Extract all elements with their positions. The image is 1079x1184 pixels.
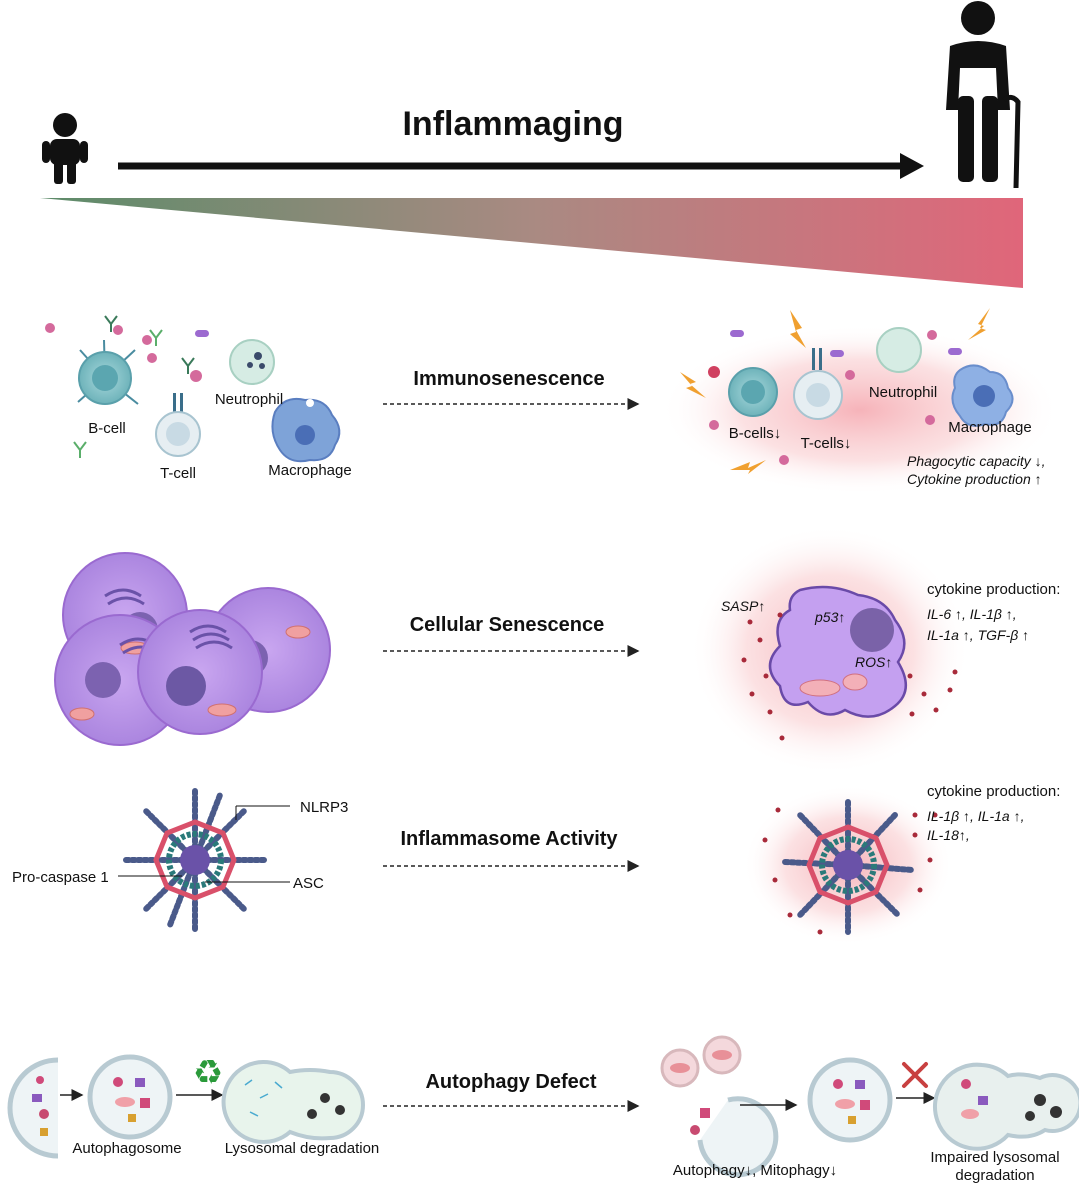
immunosenescence-left: B-cell T-cell Neutrophil Macrophage xyxy=(45,315,352,482)
lightning-icon xyxy=(790,310,806,348)
virus-icon xyxy=(45,323,55,333)
t-cell-label: T-cell xyxy=(160,465,196,482)
cell-icon xyxy=(137,609,263,735)
cytokine-list-1: IL-6 ↑, IL-1β ↑, xyxy=(927,606,1017,622)
antibody-icon xyxy=(104,315,118,332)
neutrophil-label: Neutrophil xyxy=(215,391,283,408)
nlrp3-ring xyxy=(153,819,237,901)
macrophage-icon xyxy=(271,397,341,463)
t-cells-label: T-cells↓ xyxy=(801,435,852,452)
p53-label: p53↑ xyxy=(814,609,845,625)
cellular-senescence-right: SASP↑ p53↑ ROS↑ cytokine production: IL-… xyxy=(690,525,1060,775)
nlrp3-ring xyxy=(806,824,890,906)
phagophore-icon xyxy=(697,1096,779,1178)
b-cell-label: B-cell xyxy=(88,420,126,437)
ros-label: ROS↑ xyxy=(855,654,892,670)
pro-caspase-core xyxy=(180,845,210,875)
virus-icon xyxy=(142,335,152,345)
antibody-icon xyxy=(149,329,163,346)
asc-ring xyxy=(819,836,877,894)
virus-icon xyxy=(845,370,855,380)
cellular-senescence-left xyxy=(54,552,331,746)
impaired-label-2: degradation xyxy=(955,1167,1034,1184)
nlrp3-label: NLRP3 xyxy=(300,799,348,816)
virus-icon xyxy=(925,415,935,425)
b-cells-label: B-cells↓ xyxy=(729,425,782,442)
asc-ring xyxy=(166,831,224,889)
mitochondria-icon xyxy=(842,673,868,691)
child-silhouette-icon xyxy=(42,113,88,184)
virus-icon xyxy=(709,420,719,430)
bacteria-icon xyxy=(830,350,844,357)
section-title-autophagy: Autophagy Defect xyxy=(425,1071,596,1093)
autophagy-right: Autophagy↓, Mitophagy↓ Impaired lysosoma… xyxy=(660,1035,1079,1184)
impaired-label-1: Impaired lysosomal xyxy=(930,1149,1059,1166)
timeline-arrowhead xyxy=(900,153,924,179)
section-title-inflammasome: Inflammasome Activity xyxy=(400,828,618,850)
b-cell-icon xyxy=(77,339,139,405)
main-title: Inflammaging xyxy=(402,105,623,143)
nucleus-icon xyxy=(850,608,894,652)
cytokine-list-2: IL-18↑, xyxy=(927,827,970,843)
cytokine-title: cytokine production: xyxy=(927,783,1060,800)
elder-with-cane-icon xyxy=(946,1,1021,189)
cytokine-list-1: IL-1β ↑, IL-1a ↑, xyxy=(927,808,1024,824)
lightning-icon xyxy=(968,308,990,340)
virus-icon xyxy=(927,330,937,340)
macrophage-icon xyxy=(951,364,1014,427)
impaired-lysosome-icon xyxy=(932,1062,1079,1151)
degradation-debris xyxy=(244,1079,283,1117)
lightning-icon xyxy=(730,460,766,474)
senescent-cell-icon xyxy=(768,585,907,718)
pro-caspase-label: Pro-caspase 1 xyxy=(12,869,109,886)
phagophore-icon xyxy=(7,1057,59,1159)
lightning-icon xyxy=(680,372,706,398)
mitochondria-icon xyxy=(799,679,841,697)
sasp-particles xyxy=(741,612,958,741)
virus-icon xyxy=(113,325,123,335)
asc-label: ASC xyxy=(293,875,324,892)
virus-icon xyxy=(190,370,202,382)
macrophage-label: Macrophage xyxy=(948,419,1031,436)
autophagosome-label: Autophagosome xyxy=(72,1140,181,1157)
pro-caspase-core xyxy=(833,850,863,880)
antibody-icon xyxy=(181,357,195,374)
antibody-icon xyxy=(73,441,87,458)
bacteria-icon xyxy=(730,330,744,337)
sasp-label: SASP↑ xyxy=(721,598,765,614)
bacteria-icon xyxy=(195,330,209,337)
neutrophil-label: Neutrophil xyxy=(869,384,937,401)
bacteria-icon xyxy=(948,348,962,355)
age-gradient-wedge xyxy=(40,198,1023,288)
recycle-icon: ♻ xyxy=(193,1053,223,1093)
autolysosome-icon xyxy=(221,1059,365,1144)
t-cell-icon xyxy=(793,348,843,420)
cytokine-title: cytokine production: xyxy=(927,581,1060,598)
section-title-cellular-senescence: Cellular Senescence xyxy=(410,614,605,636)
b-cell-icon xyxy=(728,367,778,417)
neutrophil-icon xyxy=(876,327,922,373)
inflammasome-right: cytokine production: IL-1β ↑, IL-1a ↑, I… xyxy=(743,783,1060,945)
t-cell-icon xyxy=(155,393,201,457)
virus-icon xyxy=(779,455,789,465)
virus-icon xyxy=(708,366,720,378)
virus-icon xyxy=(147,353,157,363)
macrophage-label: Macrophage xyxy=(268,462,351,479)
section-title-immunosenescence: Immunosenescence xyxy=(413,368,604,390)
immunosenescence-right: B-cells↓ T-cells↓ Neutrophil Macrophage … xyxy=(660,308,1060,495)
red-x-icon xyxy=(902,1062,928,1088)
lysosomal-degradation-label: Lysosomal degradation xyxy=(225,1140,380,1157)
neutrophil-icon xyxy=(229,339,275,385)
phagocytic-note: Phagocytic capacity ↓, xyxy=(907,453,1046,469)
autophagy-left: ♻ Autophagosome Lysosomal degradation xyxy=(7,1053,380,1159)
autophagy-defect-label: Autophagy↓, Mitophagy↓ xyxy=(673,1162,837,1179)
cytokine-note: Cytokine production ↑ xyxy=(907,471,1042,487)
autophagosome-icon xyxy=(87,1054,173,1140)
cytokine-list-2: IL-1a ↑, TGF-β ↑ xyxy=(927,627,1029,643)
cytokine-particles xyxy=(762,807,938,935)
inflammasome-left: NLRP3 Pro-caspase 1 ASC xyxy=(12,787,348,933)
